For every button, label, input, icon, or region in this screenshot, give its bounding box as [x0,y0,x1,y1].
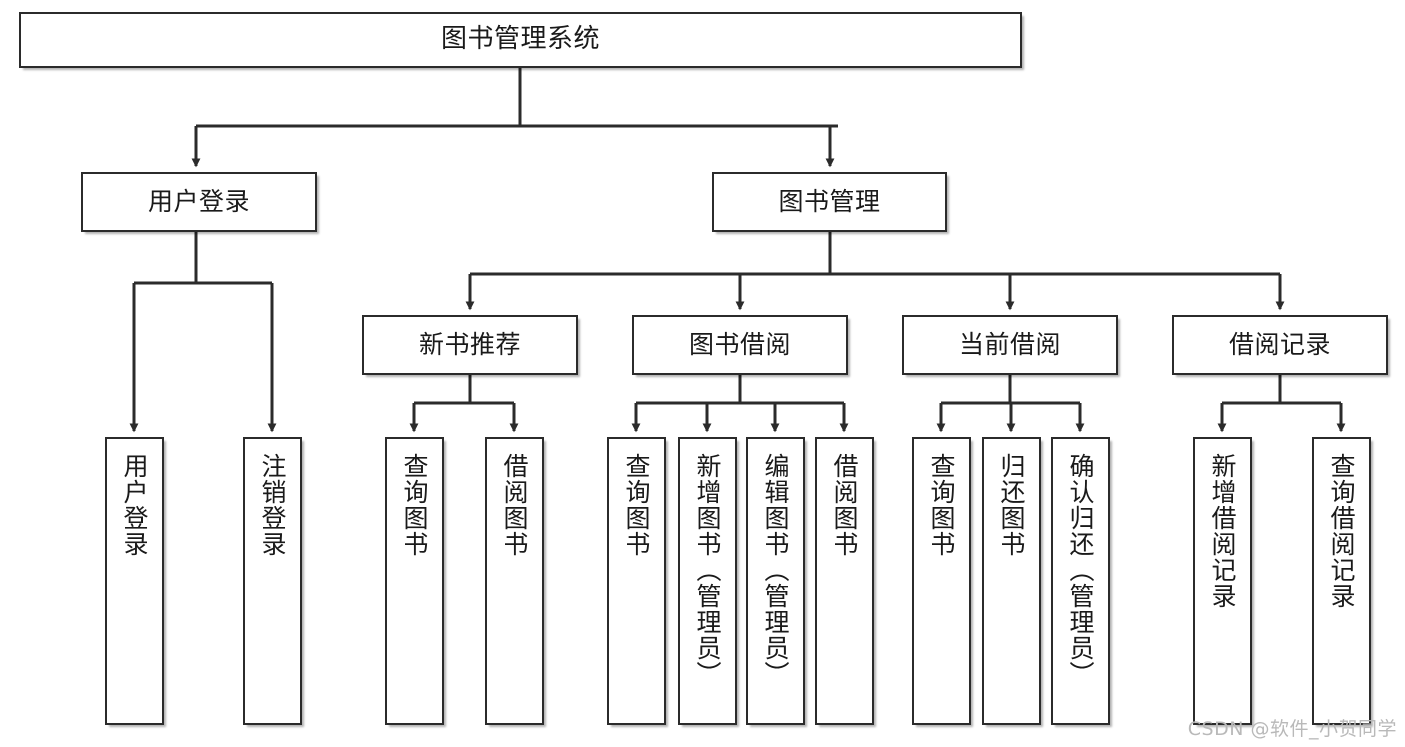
node-user-login[interactable]: 用户登录 [81,172,317,232]
node-label: 查询图书 [927,453,956,557]
node-label: 借阅记录 [1228,329,1331,359]
node-new-book-recommend[interactable]: 新书推荐 [362,315,578,375]
node-label: 借阅图书 [500,453,529,557]
node-borrow-record[interactable]: 借阅记录 [1172,315,1388,375]
node-label: 查询借阅记录 [1327,453,1356,609]
node-root-system[interactable]: 图书管理系统 [19,12,1022,68]
node-label: 用户登录 [120,453,149,557]
node-leaf-borrow-book-1[interactable]: 借阅图书 [485,437,544,725]
node-leaf-add-book[interactable]: 新增图书（管理员） [678,437,737,725]
node-leaf-confirm-return[interactable]: 确认归还（管理员） [1051,437,1110,725]
node-label: 查询图书 [400,453,429,557]
node-label: 编辑图书（管理员） [761,453,790,687]
node-leaf-borrow-book-2[interactable]: 借阅图书 [815,437,874,725]
node-label: 当前借阅 [958,329,1061,359]
node-leaf-query-borrow-record[interactable]: 查询借阅记录 [1312,437,1371,725]
node-label: 归还图书 [997,453,1026,557]
node-book-borrow[interactable]: 图书借阅 [632,315,848,375]
node-label: 用户登录 [147,186,250,216]
node-label: 注销登录 [258,453,287,557]
node-leaf-edit-book[interactable]: 编辑图书（管理员） [746,437,805,725]
node-current-borrow[interactable]: 当前借阅 [902,315,1118,375]
node-label: 新增借阅记录 [1208,453,1237,609]
node-label: 新增图书（管理员） [693,453,722,687]
node-leaf-return-book[interactable]: 归还图书 [982,437,1041,725]
node-book-management[interactable]: 图书管理 [712,172,947,232]
node-leaf-query-book-2[interactable]: 查询图书 [607,437,666,725]
node-label: 新书推荐 [418,329,521,359]
node-leaf-add-borrow-record[interactable]: 新增借阅记录 [1193,437,1252,725]
node-label: 图书管理 [778,186,881,216]
watermark: CSDN @软件_小贺同学 [1187,718,1397,740]
node-leaf-query-book-1[interactable]: 查询图书 [385,437,444,725]
node-leaf-logout-login[interactable]: 注销登录 [243,437,302,725]
node-label: 图书管理系统 [440,24,600,55]
node-label: 确认归还（管理员） [1066,453,1095,687]
node-label: 图书借阅 [688,329,791,359]
node-label: 借阅图书 [830,453,859,557]
node-leaf-query-book-3[interactable]: 查询图书 [912,437,971,725]
node-leaf-user-login[interactable]: 用户登录 [105,437,164,725]
node-label: 查询图书 [622,453,651,557]
